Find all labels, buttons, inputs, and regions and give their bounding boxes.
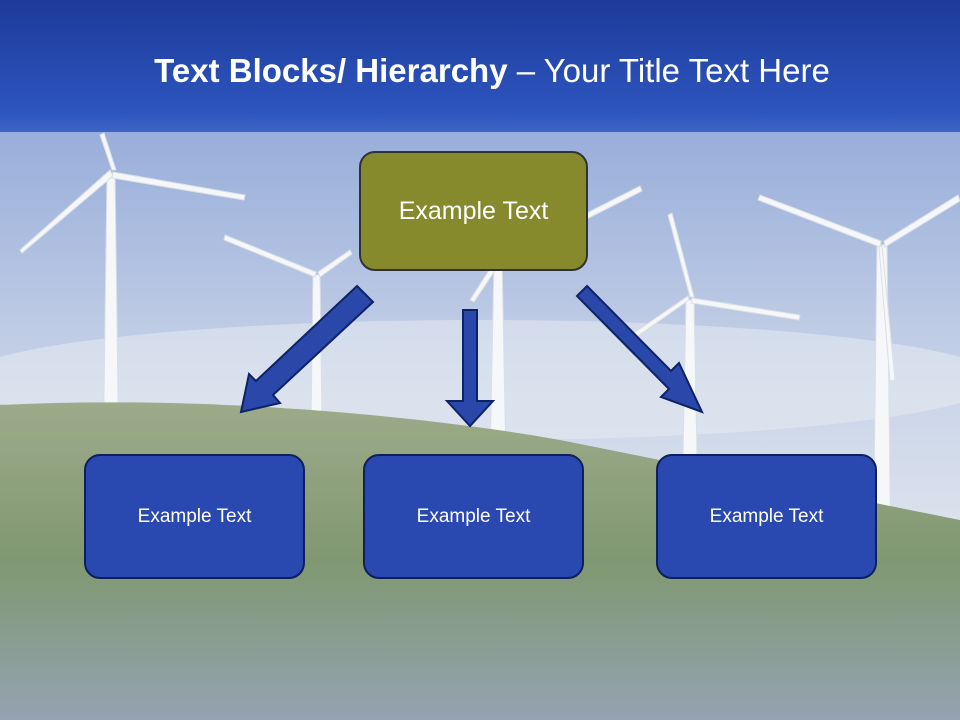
child-node-center: Example Text [363, 454, 584, 579]
slide-title-bold: Text Blocks/ Hierarchy [154, 52, 508, 89]
arrow-center [444, 309, 496, 428]
arrow-right [575, 284, 704, 414]
child-node-right: Example Text [656, 454, 877, 579]
root-node: Example Text [359, 151, 588, 271]
child-node-left: Example Text [84, 454, 305, 579]
arrow-left [239, 284, 375, 414]
slide-title-rest: – Your Title Text Here [507, 52, 830, 89]
slide-title: Text Blocks/ Hierarchy – Your Title Text… [0, 52, 960, 90]
